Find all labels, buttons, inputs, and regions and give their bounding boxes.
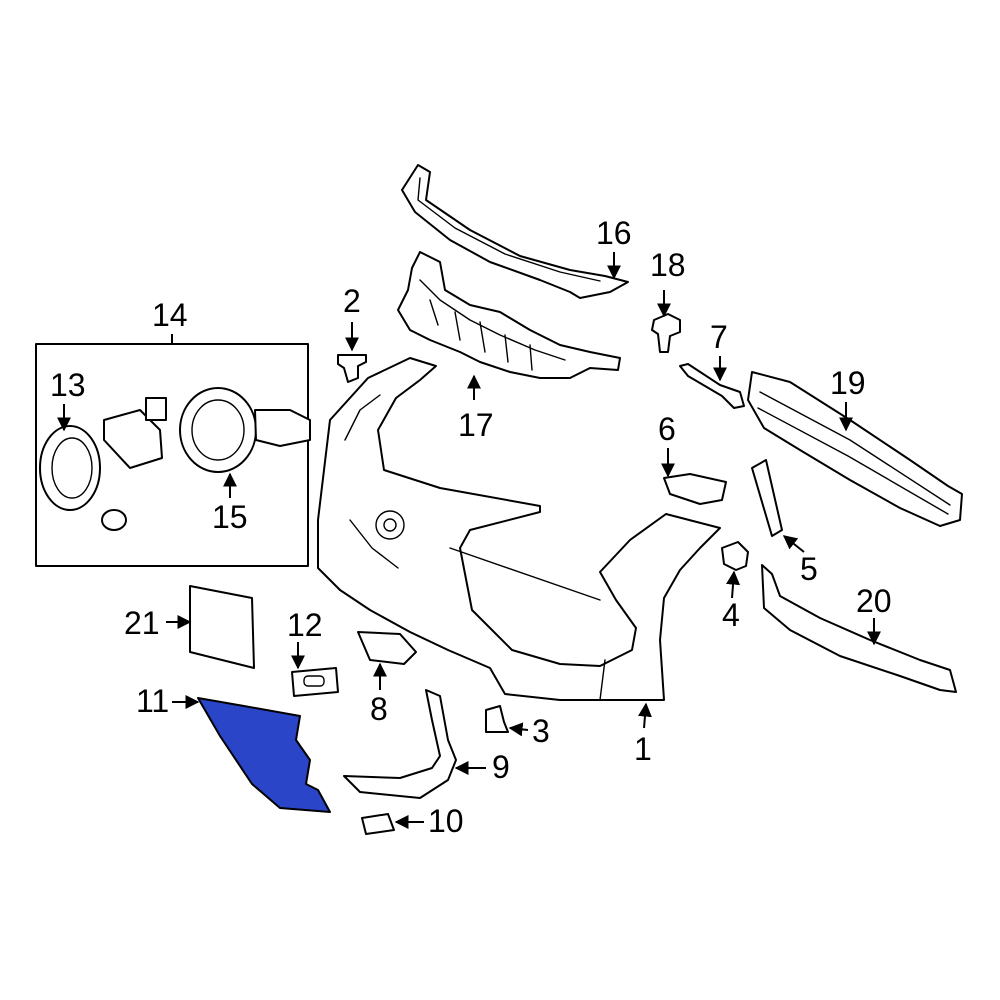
part-12-bracket[interactable] <box>291 667 339 697</box>
callout-20: 20 <box>856 583 892 619</box>
callout-11: 11 <box>136 683 169 719</box>
part-2-clip[interactable] <box>337 354 367 383</box>
callout-5: 5 <box>800 551 818 587</box>
callout-19: 19 <box>830 365 866 401</box>
callout-8: 8 <box>370 691 388 727</box>
callout-16: 16 <box>596 215 632 251</box>
part-1-bumper-cover[interactable] <box>317 357 721 701</box>
callout-18: 18 <box>650 247 686 283</box>
part-8-cover[interactable] <box>357 631 417 665</box>
callout-9: 9 <box>492 749 510 785</box>
callout-14: 14 <box>152 297 188 333</box>
callout-3: 3 <box>532 713 550 749</box>
part-10-clip[interactable] <box>361 813 395 835</box>
callout-7: 7 <box>710 319 728 355</box>
part-20-lower-spoiler[interactable] <box>761 564 957 693</box>
part-11-side-panel[interactable] <box>197 697 331 813</box>
callout-4: 4 <box>722 597 740 633</box>
part-17-support-bracket[interactable] <box>397 251 621 379</box>
callout-1: 1 <box>634 731 652 767</box>
part-7-bracket[interactable] <box>679 363 745 409</box>
callout-15: 15 <box>212 499 248 535</box>
callout-10: 10 <box>428 803 464 839</box>
callout-12: 12 <box>287 607 323 643</box>
part-14-assembly-box[interactable] <box>35 334 309 567</box>
part-3-clip[interactable] <box>485 705 509 733</box>
part-5-molding[interactable] <box>751 459 783 537</box>
part-19-lower-grille[interactable] <box>747 371 963 527</box>
leader-lines <box>57 252 881 829</box>
callout-13: 13 <box>50 367 86 403</box>
callout-21: 21 <box>124 605 160 641</box>
callout-2: 2 <box>343 283 361 319</box>
part-15-camera-bracket[interactable] <box>179 387 311 473</box>
part-9-trim[interactable] <box>343 689 457 799</box>
part-6-bracket[interactable] <box>663 473 727 505</box>
callout-17: 17 <box>458 407 494 443</box>
callout-labels: 1 2 3 4 5 6 7 8 9 10 11 12 13 14 15 16 1… <box>50 215 892 839</box>
part-18-clip[interactable] <box>651 313 681 353</box>
part-4-clip[interactable] <box>721 541 749 571</box>
part-21-panel[interactable] <box>189 585 255 669</box>
part-13-emblem[interactable] <box>39 425 101 511</box>
part-16-upper-strip[interactable] <box>401 164 629 299</box>
sensor-module <box>101 397 167 531</box>
callout-6: 6 <box>658 411 676 447</box>
